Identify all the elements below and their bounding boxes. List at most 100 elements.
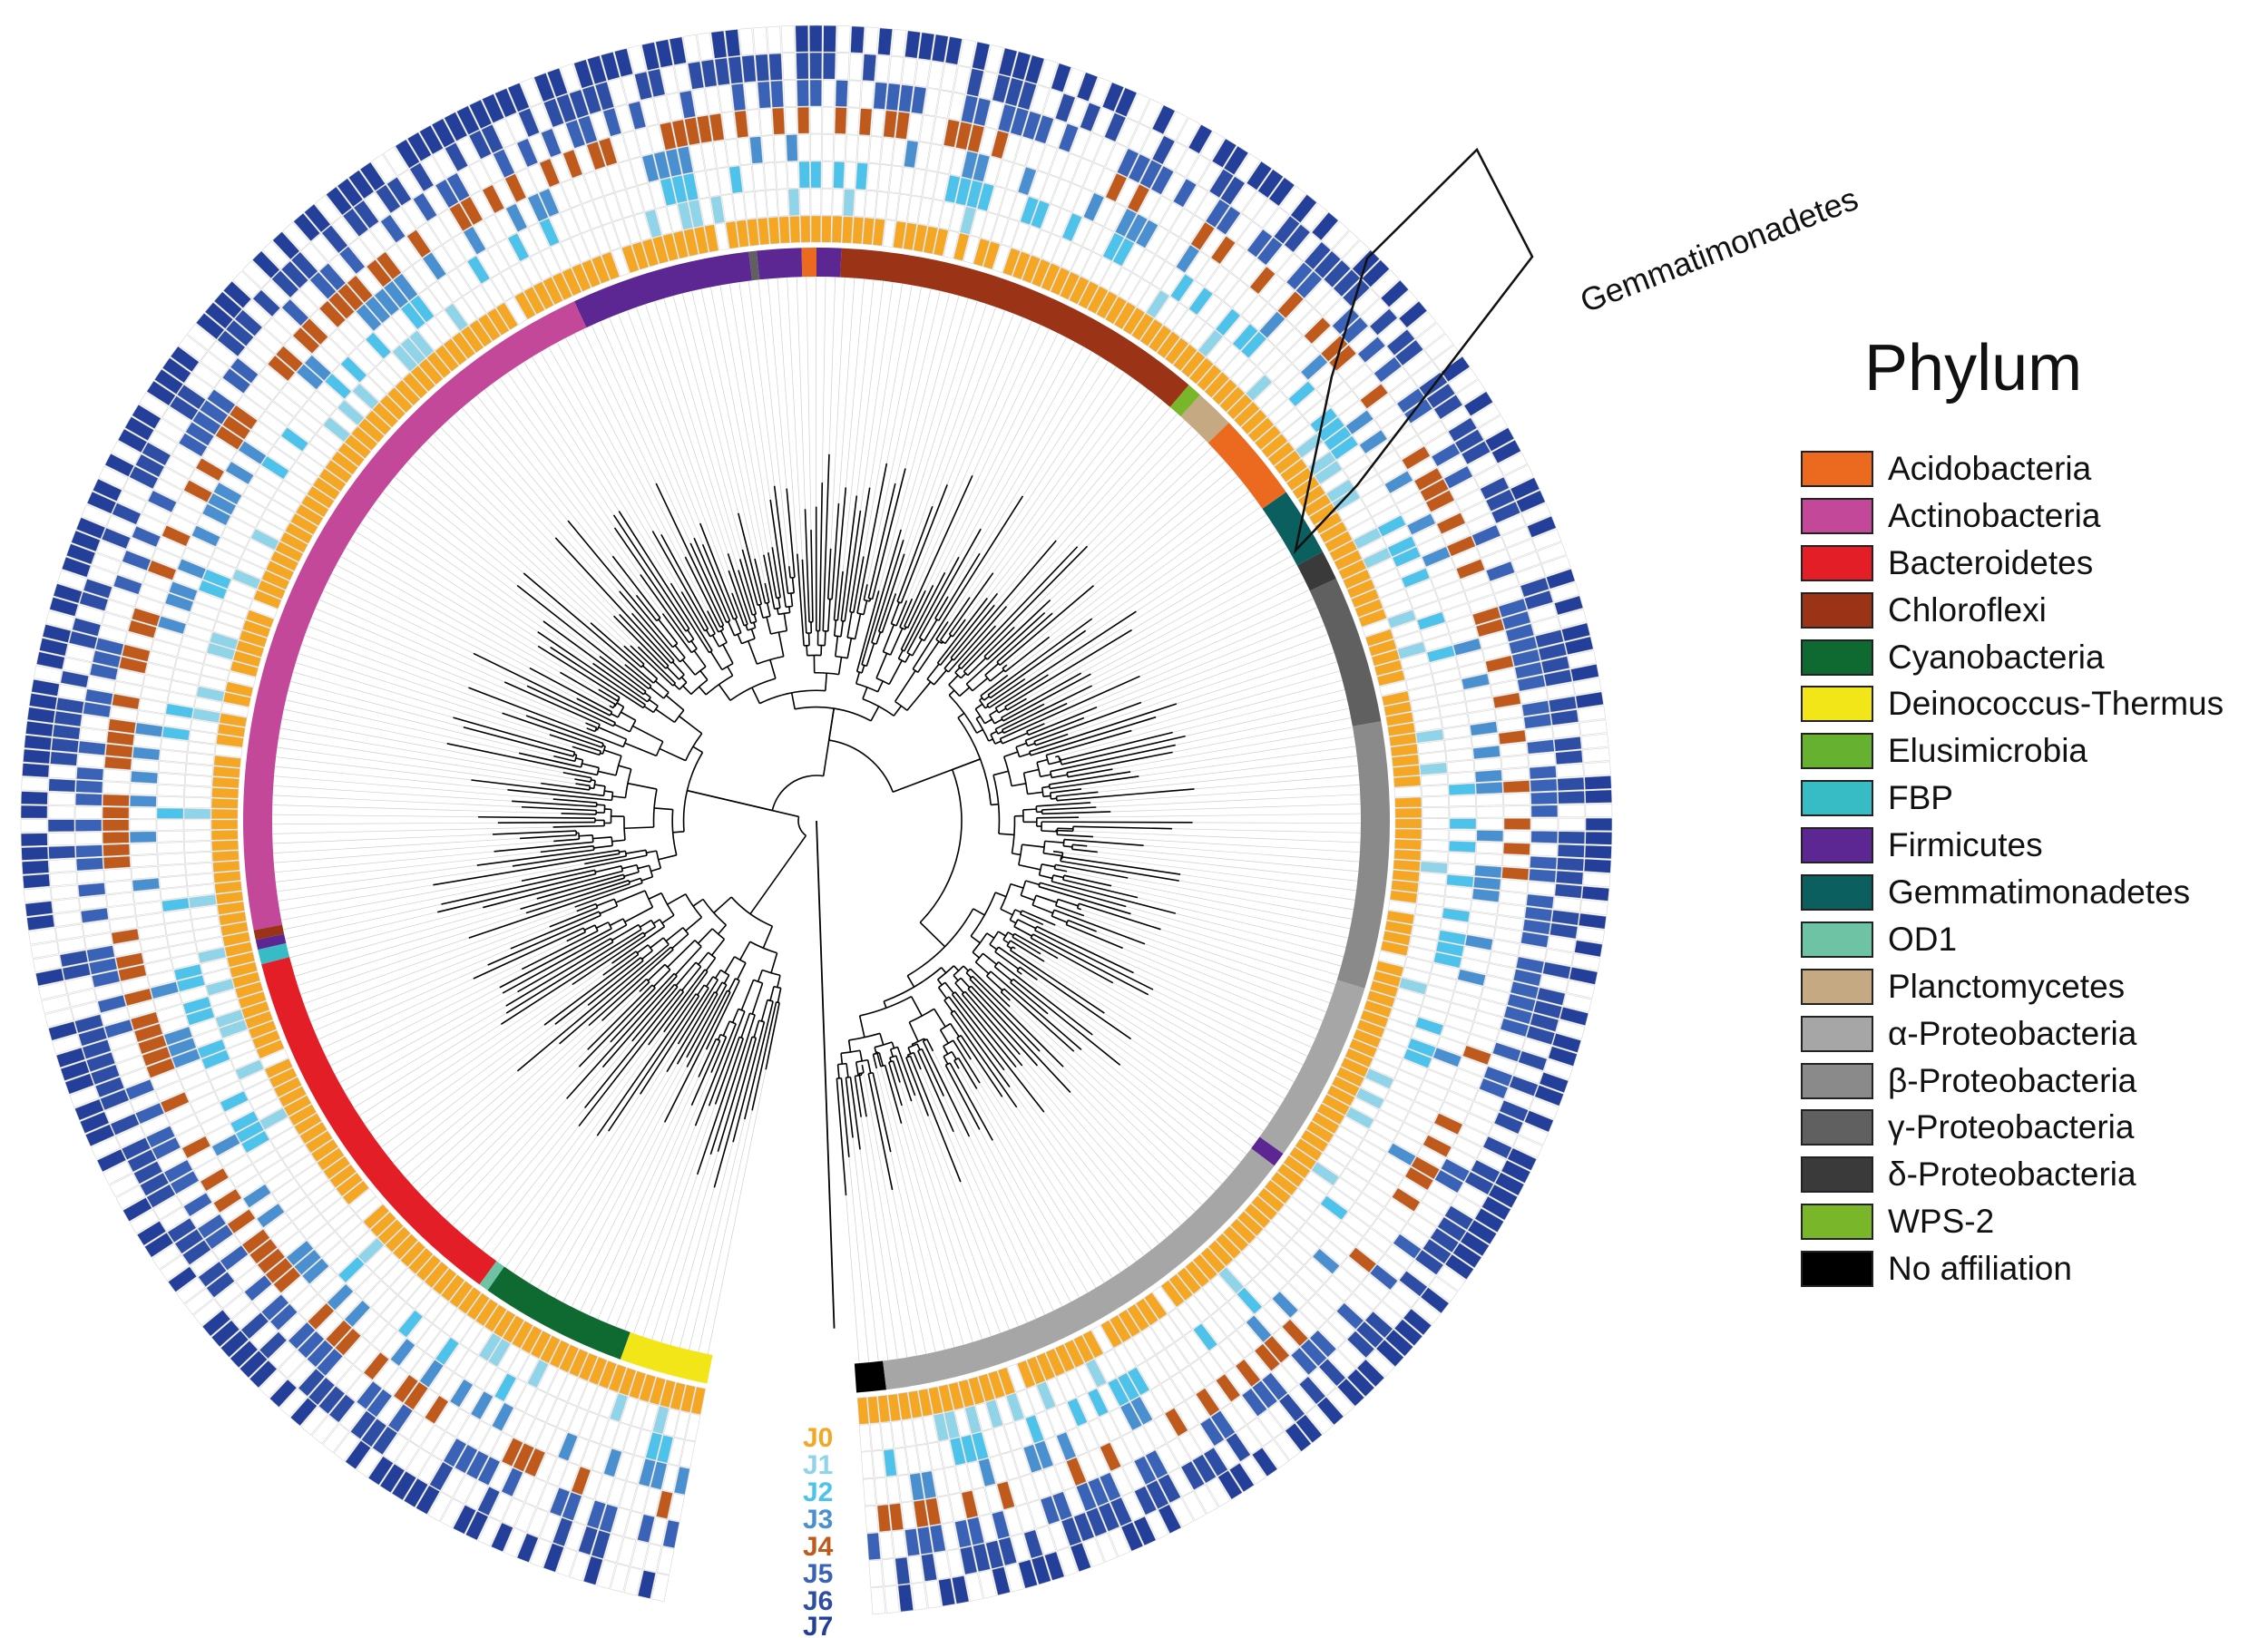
ring-cell <box>481 1396 504 1426</box>
ring-cell <box>206 642 236 660</box>
ring-cell <box>822 133 835 161</box>
tree-arc <box>954 977 962 984</box>
ring-cell <box>1273 215 1301 245</box>
ring-cell <box>348 1188 376 1214</box>
tree-branch <box>1048 760 1061 765</box>
leaf-guide <box>914 1095 1001 1333</box>
ring-cell <box>427 215 453 245</box>
ring-cell <box>464 1480 489 1510</box>
ring-cell <box>73 1014 104 1034</box>
tree-branch <box>947 606 1008 673</box>
ring-cell <box>1348 326 1378 354</box>
ring-cell <box>574 144 595 175</box>
ring-cell <box>335 1292 363 1320</box>
ring-cell <box>309 271 337 300</box>
ring-cell <box>317 381 345 408</box>
ring-cell <box>537 1482 559 1513</box>
ring-cell <box>1203 1447 1228 1477</box>
ring-cell <box>1585 831 1613 845</box>
ring-cell <box>1408 685 1437 701</box>
tree-arc <box>880 1064 885 1068</box>
ring-cell <box>444 112 468 142</box>
ring-cell <box>1437 1216 1467 1243</box>
ring-cell <box>175 1125 206 1148</box>
ring-cell <box>1139 318 1164 347</box>
ring-cell <box>1340 1057 1370 1077</box>
ring-cell <box>1266 245 1294 274</box>
tree-branch <box>970 935 981 944</box>
ring-cell <box>206 1271 236 1299</box>
ring-cell <box>207 492 237 516</box>
leaf-guide <box>886 287 922 464</box>
swatch <box>1801 591 1873 629</box>
tree-branch <box>1056 788 1195 802</box>
tree-branch <box>566 931 586 942</box>
ring-cell <box>1227 1330 1254 1359</box>
tree-branch <box>624 906 653 923</box>
ring-cell <box>132 877 161 892</box>
ring-cell <box>921 1470 937 1499</box>
phylogenetic-tree <box>272 276 1361 1364</box>
ring-cell <box>567 1407 589 1437</box>
ring-cell <box>1241 1244 1269 1272</box>
ring-cell <box>464 1355 488 1385</box>
ring-cell <box>1316 416 1345 443</box>
ring-cell <box>1472 745 1501 760</box>
ring-cell <box>194 590 224 610</box>
ring-cell <box>567 1377 588 1407</box>
ring-cell <box>1244 1350 1271 1380</box>
ring-cell <box>1476 1147 1507 1172</box>
ring-cell <box>911 85 927 115</box>
ring-cell <box>677 145 694 175</box>
ring-cell <box>1030 200 1051 229</box>
leaf-guide <box>645 304 728 554</box>
ring-cell <box>48 778 76 793</box>
tree-branch <box>871 468 906 600</box>
ring-cell <box>134 595 164 616</box>
ring-cell <box>1571 953 1601 971</box>
leaf-guide <box>283 708 447 745</box>
ring-cell <box>549 1487 571 1517</box>
tree-branch <box>846 611 853 639</box>
ring-cell <box>1105 172 1128 202</box>
leaf-guide <box>318 599 505 683</box>
ring-cell <box>198 947 227 964</box>
ring-cell <box>406 1448 431 1477</box>
tree-branch <box>689 542 728 623</box>
ring-cell <box>1432 345 1462 372</box>
ring-cell <box>653 151 671 180</box>
tree-branch <box>993 718 1003 725</box>
swatch <box>1801 1109 1873 1146</box>
ring-cell <box>1333 1176 1362 1202</box>
tree-branch <box>618 765 631 770</box>
ring-cell <box>196 514 226 537</box>
ring-cell <box>451 331 476 360</box>
ring-cell <box>261 570 290 590</box>
ring-cell <box>394 1440 420 1470</box>
ring-cell <box>231 505 261 529</box>
tree-branch <box>1066 751 1173 774</box>
tree-branch <box>601 983 676 1068</box>
ring-cell <box>1476 818 1504 830</box>
ring-cell <box>138 698 167 715</box>
ring-cell <box>200 1049 230 1070</box>
ring-cell <box>561 179 582 209</box>
ring-cell <box>1343 508 1372 531</box>
tree-arc <box>709 633 716 638</box>
tree-branch <box>1034 930 1154 990</box>
tree-branch <box>615 890 646 903</box>
ring-cell <box>559 1344 580 1373</box>
ring-cell <box>259 1331 288 1360</box>
leaf-guide <box>838 278 855 504</box>
ring-cell <box>983 156 1002 186</box>
ring-cell <box>1240 409 1267 435</box>
ring-cell <box>184 373 214 399</box>
ring-cell <box>152 478 183 502</box>
ring-cell <box>1210 1409 1236 1439</box>
tree-branch <box>612 514 690 629</box>
tree-branch <box>621 863 638 870</box>
tree-arc <box>994 946 1000 952</box>
ring-cell <box>133 734 162 749</box>
ring-cell <box>38 981 68 1000</box>
ring-cell <box>105 743 133 758</box>
